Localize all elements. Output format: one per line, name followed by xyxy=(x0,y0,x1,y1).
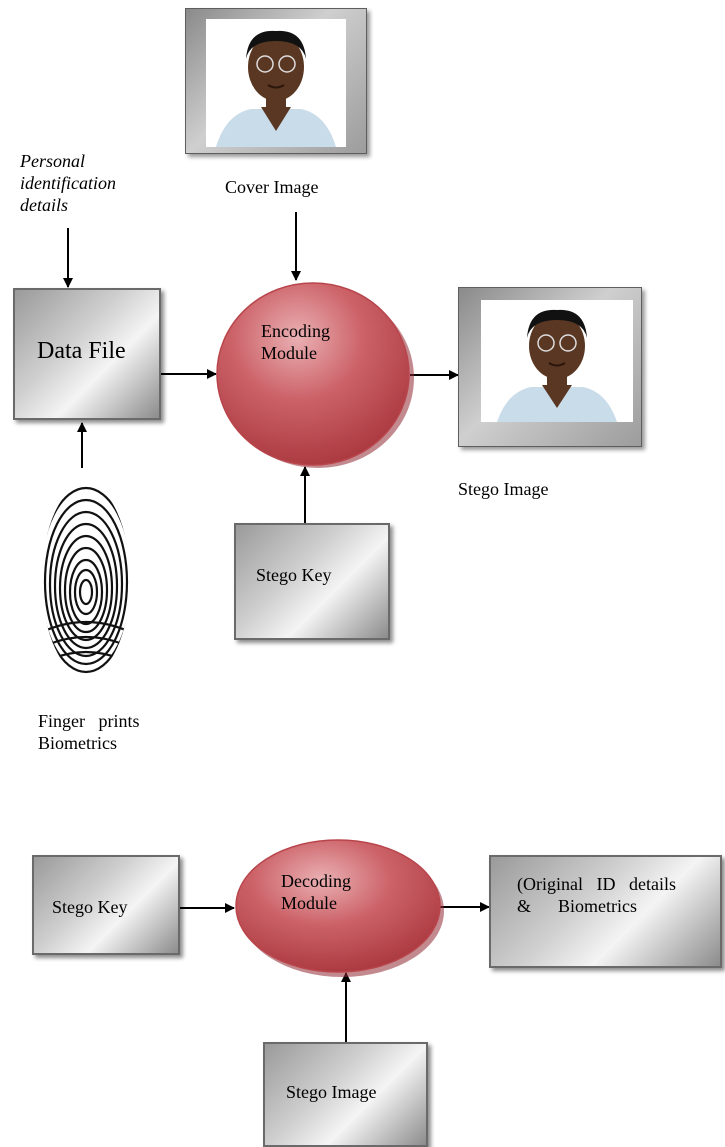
stego-key-label: Stego Key xyxy=(52,897,128,917)
decoding-module-ellipse xyxy=(235,839,441,973)
data-file-label: Data File xyxy=(37,338,126,364)
data-file-box: Data File xyxy=(13,288,161,420)
cover-image-photo xyxy=(206,19,346,147)
portrait-icon xyxy=(216,30,336,147)
stego-image-box-decoding: Stego Image xyxy=(263,1042,428,1147)
stego-key-label: Stego Key xyxy=(256,565,332,585)
stego-key-box-decoding: Stego Key xyxy=(32,855,180,955)
personal-details-label: Personal identification details xyxy=(20,151,116,215)
decoding-module-label: Decoding Module xyxy=(281,871,351,913)
stego-image-frame xyxy=(458,287,642,447)
encoding-module-circle xyxy=(216,282,410,466)
portrait-icon xyxy=(497,309,617,422)
stego-key-box-encoding: Stego Key xyxy=(234,523,390,640)
stego-image-label: Stego Image xyxy=(286,1082,377,1102)
fingerprint-label: Finger prints Biometrics xyxy=(38,711,140,753)
stego-image-label: Stego Image xyxy=(458,479,549,499)
fingerprint-icon xyxy=(42,486,130,674)
cover-image-frame xyxy=(185,8,367,154)
output-box: (Original ID details & Biometrics xyxy=(489,855,722,968)
stego-image-photo xyxy=(481,300,633,422)
encoding-module-label: Encoding Module xyxy=(261,321,330,363)
cover-image-label: Cover Image xyxy=(225,177,319,197)
output-label: (Original ID details & Biometrics xyxy=(517,874,676,916)
